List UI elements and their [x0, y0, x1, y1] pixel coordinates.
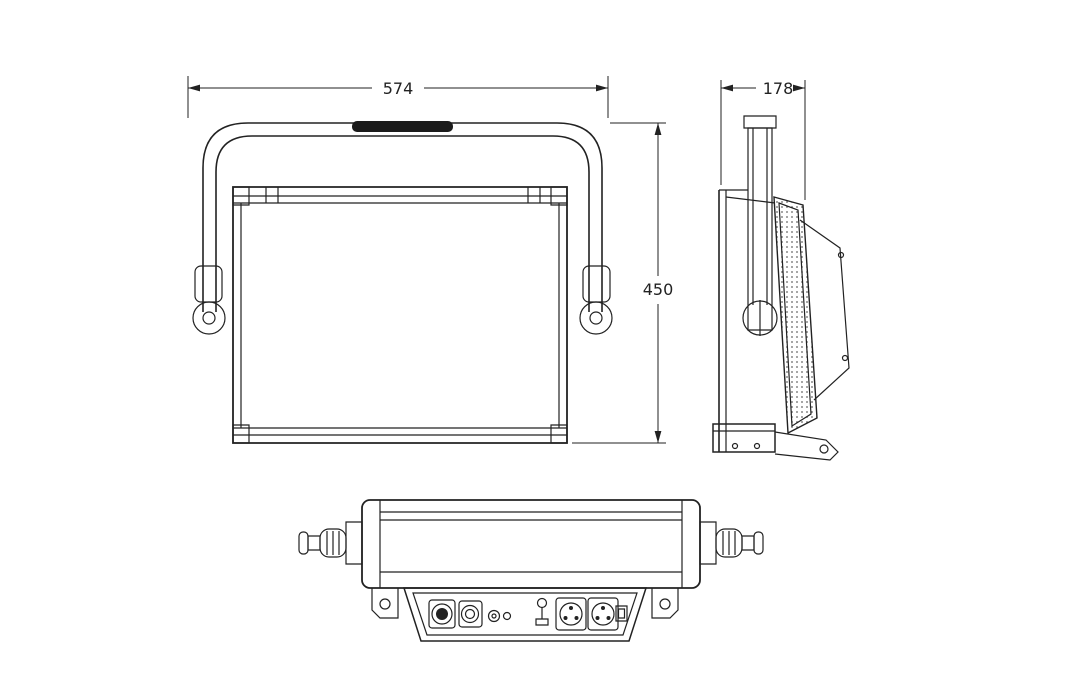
xlr-pin — [601, 606, 605, 610]
connector-frame — [556, 598, 586, 630]
mounting-foot-left — [372, 588, 398, 618]
pivot-disc — [193, 302, 225, 334]
body-outline — [233, 187, 567, 443]
connector-panel — [404, 588, 646, 641]
display-window — [616, 606, 627, 621]
knob-end-cap — [299, 532, 308, 554]
foot-outline — [652, 588, 678, 618]
xlr-pin — [569, 606, 573, 610]
dimension-front-height: 450 — [572, 123, 673, 443]
fuse-cap — [489, 611, 500, 622]
foot-hole — [380, 599, 390, 609]
handle-grip — [352, 121, 453, 132]
dmx-out-connector — [588, 598, 618, 630]
base-screw — [755, 444, 760, 449]
knob-flange — [346, 522, 362, 564]
arm-cap — [744, 116, 776, 128]
knob-stem — [742, 536, 754, 550]
connector-frame — [459, 601, 482, 627]
knob-body — [195, 266, 222, 302]
xlr-pin — [563, 616, 568, 620]
right-pivot-knob — [580, 266, 612, 334]
xlr-pin — [606, 616, 611, 620]
bracket-hole — [839, 253, 844, 258]
indicator-button — [504, 613, 511, 620]
window-frame — [616, 606, 627, 621]
corner-block — [233, 425, 249, 443]
base-screw — [733, 444, 738, 449]
dimension-label-front-width: 574 — [383, 79, 414, 98]
bottom-body — [362, 500, 700, 588]
corner-block — [551, 425, 567, 443]
side-body — [719, 190, 849, 452]
foot-outline — [372, 588, 398, 618]
front-lens-panel — [774, 197, 817, 433]
knob-flange — [700, 522, 716, 564]
body-outline — [362, 500, 700, 588]
side-base — [713, 424, 838, 460]
base-block — [713, 424, 775, 452]
xlr-pin — [574, 616, 579, 620]
panel-inner-outline — [413, 593, 637, 635]
dimension-side-depth: 178 — [721, 79, 805, 200]
fuse-slot — [492, 614, 496, 618]
knob-end-cap — [754, 532, 763, 554]
housing-top — [726, 197, 775, 203]
toggle-switch — [536, 599, 548, 626]
connector-key — [466, 610, 475, 619]
connector-barrel — [462, 606, 479, 623]
toggle-tip — [538, 599, 547, 608]
yoke-handle — [203, 121, 602, 312]
toggle-base — [536, 619, 548, 625]
arm-body — [748, 128, 772, 330]
mounting-bracket — [800, 220, 849, 400]
connector-frame — [429, 600, 455, 628]
corner-block — [233, 187, 249, 205]
front-view: 574 450 — [188, 76, 673, 443]
bottom-view — [299, 500, 763, 641]
clamp-hole — [820, 445, 828, 453]
mounting-foot-right — [652, 588, 678, 618]
pivot-disc — [580, 302, 612, 334]
panel-outline — [404, 588, 646, 641]
pivot-center — [590, 312, 602, 324]
yoke-inner — [216, 136, 589, 312]
xlr-barrel — [560, 603, 582, 625]
bracket-hole — [843, 356, 848, 361]
fuse-holder — [489, 611, 500, 622]
left-side-knob — [299, 522, 362, 564]
safety-clamp — [775, 432, 838, 460]
dimension-label-side-depth: 178 — [763, 79, 794, 98]
connector-barrel — [432, 604, 452, 624]
xlr-barrel — [592, 603, 614, 625]
xlr-pin — [595, 616, 600, 620]
window-inner — [619, 609, 625, 618]
left-pivot-knob — [193, 266, 225, 334]
dmx-in-connector — [556, 598, 586, 630]
power-out-connector — [459, 601, 482, 627]
dimension-front-width: 574 — [188, 76, 608, 118]
knob-stem — [308, 536, 320, 550]
corner-block — [551, 187, 567, 205]
power-in-connector — [429, 600, 455, 628]
pivot-center — [203, 312, 215, 324]
connector-key — [436, 608, 448, 620]
side-view: 178 — [713, 79, 849, 460]
front-body — [233, 187, 567, 443]
right-side-knob — [700, 522, 763, 564]
dimension-label-front-height: 450 — [643, 280, 674, 299]
front-lens-inner — [779, 203, 811, 426]
foot-hole — [660, 599, 670, 609]
knob-body — [583, 266, 610, 302]
side-yoke-arm — [743, 116, 777, 336]
yoke-outer — [203, 123, 602, 312]
